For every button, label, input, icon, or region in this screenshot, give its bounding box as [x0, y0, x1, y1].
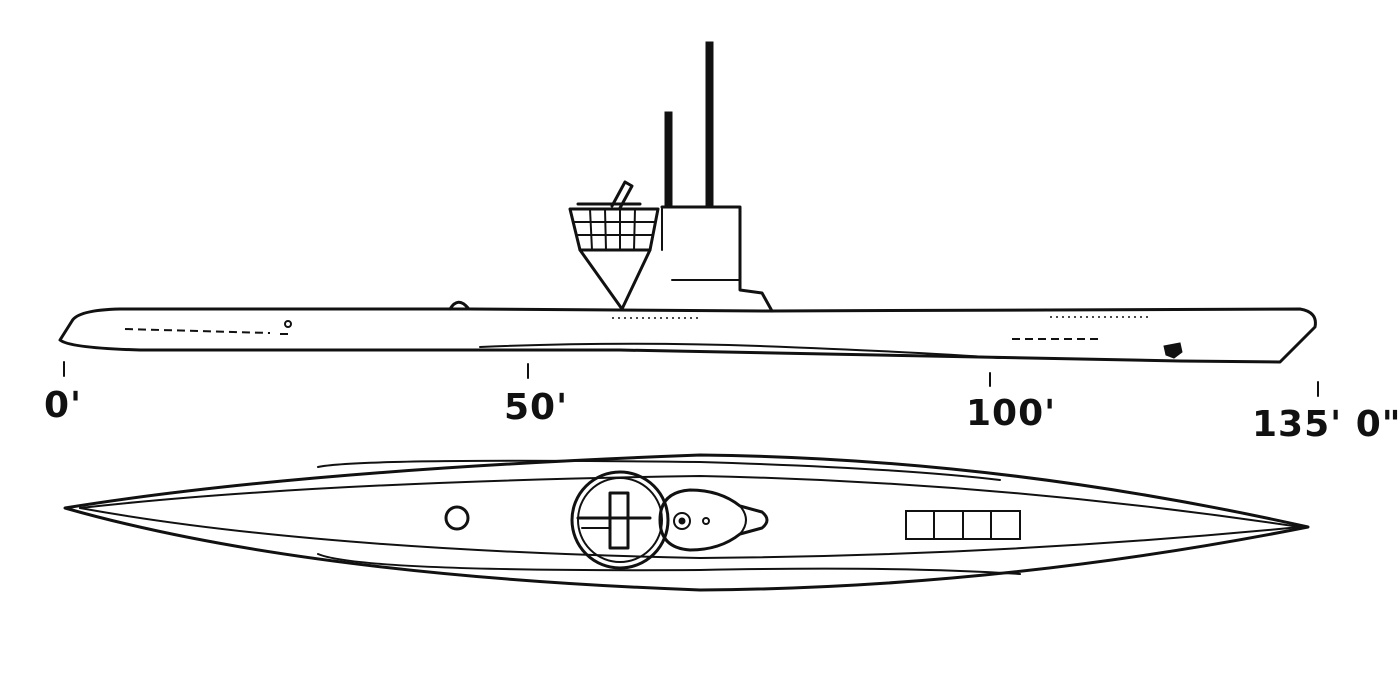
hull-top-outer: [63, 453, 1310, 592]
bow-port: [284, 320, 292, 328]
side-profile-view: [58, 41, 1317, 364]
scale-ticks: [63, 361, 1319, 397]
top-plan-view: [63, 453, 1310, 592]
saddle-tank-upper: [79, 474, 1301, 528]
flood-holes-bow: [124, 328, 271, 334]
scale-label-0: 0': [44, 385, 83, 426]
periscope-tall: [705, 41, 714, 208]
scale-label-50: 50': [504, 387, 569, 428]
platform-ring-inner: [577, 477, 663, 563]
hull-waterline: [479, 342, 1001, 359]
forward-hatch: [444, 505, 470, 531]
periscope-top-small: [702, 517, 710, 525]
stern-fitting: [1163, 342, 1183, 359]
periscope-top-outer: [673, 512, 691, 530]
saddle-tank-lower: [79, 507, 1301, 560]
periscope-short: [664, 111, 673, 208]
aft-grating: [905, 510, 1021, 540]
conning-tower: [660, 205, 774, 313]
aa-gun: [610, 180, 634, 210]
scale-label-135: 135' 0": [1252, 404, 1400, 445]
periscope-top-inner: [678, 517, 686, 525]
deck-fitting: [448, 300, 470, 311]
gun-platform: [568, 180, 660, 311]
hull-side: [58, 307, 1317, 364]
bridge-top: [658, 488, 769, 552]
platform-ring-outer: [570, 470, 670, 570]
scale-label-100: 100': [966, 393, 1057, 434]
aa-gun-top: [608, 491, 630, 550]
